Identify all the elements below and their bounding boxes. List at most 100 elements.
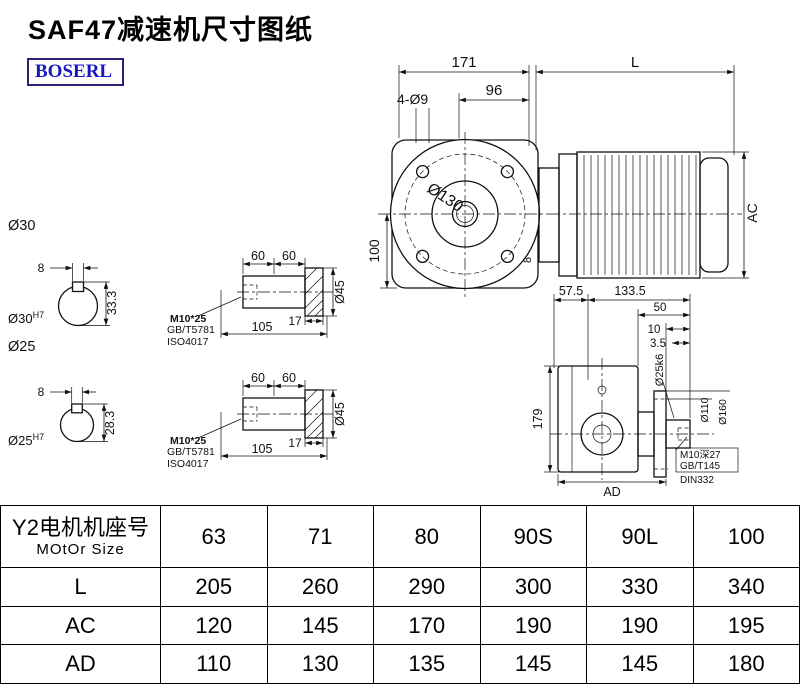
dim-50-label: 50 xyxy=(654,302,667,314)
value-cell: 130 xyxy=(266,644,374,684)
motor-adapter xyxy=(538,167,560,263)
std-note-1: GB/T5781 xyxy=(167,324,215,336)
dim-100: 100 xyxy=(366,214,397,289)
size-cell: 71 xyxy=(266,504,374,569)
size-cell: 90S xyxy=(479,504,587,569)
table-row-AC: AC 120 145 170 190 190 195 xyxy=(0,605,800,646)
bore25-tol-label: Ø25H7 xyxy=(8,432,44,448)
shaft-view-lower: 60 60 17 105 Ø45 M10*25 GB/T5781 ISO4017 xyxy=(167,371,347,470)
motor-fins xyxy=(583,155,697,275)
gearbox-side-body xyxy=(557,365,639,473)
motor-size-header-en: MOtOr Size xyxy=(36,540,125,558)
size-cell: 90L xyxy=(586,504,694,569)
flange-dia-label: Ø160 xyxy=(717,399,729,425)
dim-60a-label: 60 xyxy=(251,371,265,385)
dim-8-front-label: 8 xyxy=(522,257,534,263)
value-cell: 145 xyxy=(586,644,694,684)
motor-body xyxy=(576,151,701,279)
dim-AD-label: AD xyxy=(603,485,620,499)
table-row-sizes: Y2电机机座号 MOtOr Size 63 71 80 90S 90L 100 xyxy=(0,504,800,569)
std-note-2: ISO4017 xyxy=(167,336,209,348)
value-cell: 205 xyxy=(160,567,268,607)
tap-note: M10深27 xyxy=(680,449,721,461)
row-label: L xyxy=(0,567,161,607)
dim-60b-label: 60 xyxy=(282,249,296,263)
flange-hole xyxy=(415,164,430,179)
dim-575-label: 57.5 xyxy=(559,284,583,298)
value-cell: 135 xyxy=(373,644,481,684)
bore25-keyway xyxy=(71,403,83,414)
holes-label: 4-Ø9 xyxy=(397,91,428,107)
dim-1335-label: 133.5 xyxy=(614,284,645,298)
dim-35-label: 3.5 xyxy=(650,338,666,350)
dimension-table: Y2电机机座号 MOtOr Size 63 71 80 90S 90L 100 … xyxy=(0,504,800,684)
motor-size-header-cn: Y2电机机座号 xyxy=(12,515,149,541)
motor-endcap xyxy=(699,157,729,273)
value-cell: 190 xyxy=(586,605,694,646)
dim-L-label: L xyxy=(631,54,639,71)
value-cell: 290 xyxy=(373,567,481,607)
size-cell: 80 xyxy=(373,504,481,569)
dim-100-label: 100 xyxy=(366,239,382,263)
dim-60a-label: 60 xyxy=(251,249,265,263)
table-row-AD: AD 110 130 135 145 145 180 xyxy=(0,644,800,684)
bore30-keyw-label: 8 xyxy=(38,261,45,275)
motor-flange xyxy=(558,153,578,277)
value-cell: 340 xyxy=(692,567,800,607)
shaft-view-upper: 60 60 17 105 Ø45 M10*25 GB/T5781 ISO4017 xyxy=(167,249,347,348)
bore30-dia-label: Ø30 xyxy=(8,218,35,234)
value-cell: 145 xyxy=(479,644,587,684)
dim-171-label: 171 xyxy=(451,54,476,71)
bolt-note: M10*25 xyxy=(170,435,206,447)
value-cell: 170 xyxy=(373,605,481,646)
page-title: SAF47减速机尺寸图纸 xyxy=(28,15,314,45)
shaft-end-tapped-hole xyxy=(677,427,690,441)
dim-179-label: 179 xyxy=(531,409,545,430)
std-note-1: GB/T145 xyxy=(680,461,720,472)
motor-size-header: Y2电机机座号 MOtOr Size xyxy=(0,504,161,569)
bore25-keyw-label: 8 xyxy=(38,385,45,399)
size-cell: 63 xyxy=(160,504,268,569)
tapped-hole xyxy=(243,406,258,422)
dim-17-label: 17 xyxy=(288,314,302,328)
bolt-note: M10*25 xyxy=(170,313,206,325)
bolt-circle-label: Ø110 xyxy=(699,397,711,422)
flange-hole xyxy=(415,249,430,264)
dim-AC: AC xyxy=(702,151,760,279)
size-cell: 100 xyxy=(692,504,800,569)
value-cell: 330 xyxy=(586,567,694,607)
dim-105-label: 105 xyxy=(252,320,273,334)
bore30-keyway xyxy=(71,281,85,293)
shaft-dia-label: Ø25k6 xyxy=(654,354,666,386)
dim-45-label: Ø45 xyxy=(333,280,347,304)
side-view: 57.5 133.5 50 10 3.5 Ø25k6 179 Ø110 Ø160… xyxy=(531,284,739,499)
flange-hole xyxy=(500,249,515,264)
hub-hatching xyxy=(304,389,324,439)
bore25-circle xyxy=(59,407,95,443)
flange-bolt-circle-marks xyxy=(654,398,668,470)
std-note-2: DIN332 xyxy=(680,475,714,486)
tapped-hole xyxy=(243,284,258,300)
brand-logo: BOSERL xyxy=(27,58,125,86)
bore30-circle xyxy=(57,285,99,327)
std-note-2: ISO4017 xyxy=(167,458,209,470)
bore25-dia-label: Ø25 xyxy=(8,339,35,355)
holes-callout: 4-Ø9 xyxy=(397,91,430,143)
value-cell: 180 xyxy=(692,644,800,684)
dim-L: L xyxy=(535,54,735,155)
dim-17-label: 17 xyxy=(288,436,302,450)
bore30-keyh-label: 33.3 xyxy=(105,291,119,315)
bore-section-25: Ø25 8 28.3 Ø25H7 xyxy=(8,339,117,448)
value-cell: 190 xyxy=(479,605,587,646)
value-cell: 195 xyxy=(692,605,800,646)
row-label: AC xyxy=(0,605,161,646)
value-cell: 110 xyxy=(160,644,268,684)
dim-10-label: 10 xyxy=(648,324,661,336)
dim-96-label: 96 xyxy=(486,82,503,99)
technical-drawing: 171 L 96 4-Ø9 Ø130 100 AC 8 Ø30 8 xyxy=(8,54,760,499)
bore25-keyh-label: 28.3 xyxy=(103,411,117,435)
note-box xyxy=(675,447,739,473)
value-cell: 260 xyxy=(266,567,374,607)
value-cell: 120 xyxy=(160,605,268,646)
